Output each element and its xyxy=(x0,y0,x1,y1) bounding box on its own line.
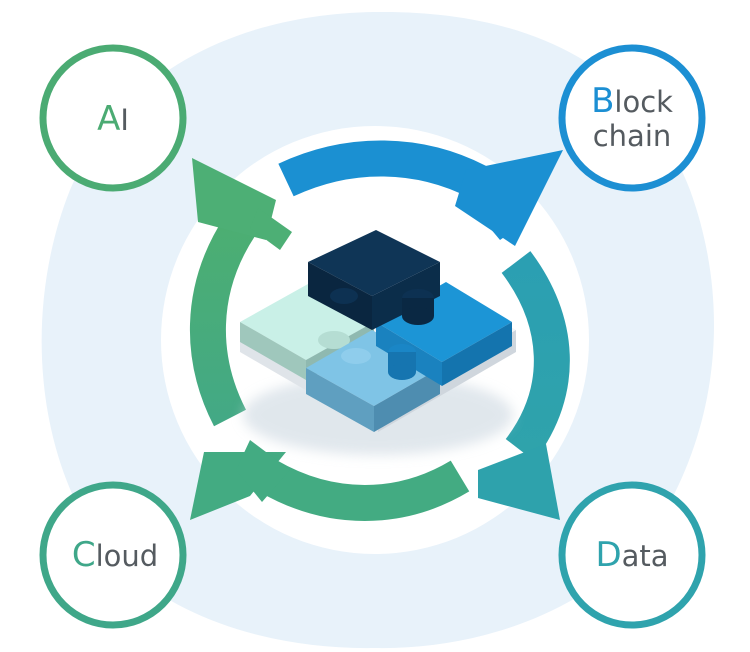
node-blockchain-initial: B xyxy=(591,81,614,121)
node-data: Data xyxy=(558,481,706,629)
puzzle-piece-sky xyxy=(306,330,440,432)
node-ai: AI xyxy=(39,44,187,192)
node-blockchain-line2: chain xyxy=(593,119,672,153)
node-data-initial: D xyxy=(595,535,621,575)
arrow-to-cloud xyxy=(190,440,470,521)
puzzle-piece-navy xyxy=(308,230,440,330)
node-cloud: Cloud xyxy=(39,481,187,629)
puzzle-centerpiece xyxy=(240,230,516,455)
node-blockchain-rest: lock xyxy=(614,85,673,119)
node-blockchain: Block chain xyxy=(558,44,706,192)
arrow-to-blockchain xyxy=(278,140,563,246)
puzzle-piece-blue xyxy=(376,282,512,386)
arrow-to-ai xyxy=(189,158,292,427)
node-ai-rest: I xyxy=(120,103,129,137)
node-data-rest: ata xyxy=(622,539,669,573)
node-ai-initial: A xyxy=(97,99,120,139)
svg-text:AI: AI xyxy=(97,99,129,139)
svg-text:Data: Data xyxy=(595,535,668,575)
node-cloud-rest: loud xyxy=(96,539,159,573)
node-cloud-initial: C xyxy=(72,535,96,575)
svg-text:Block: Block xyxy=(591,81,673,121)
svg-text:Cloud: Cloud xyxy=(72,535,158,575)
arrow-to-data xyxy=(478,251,570,520)
